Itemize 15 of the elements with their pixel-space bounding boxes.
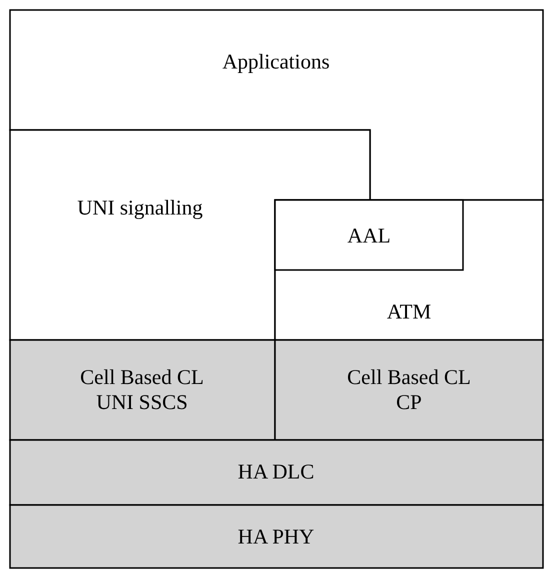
layer-label: HA PHY [236,524,316,550]
layer-box [10,340,275,440]
layer-box [275,340,543,440]
layer-label: HA DLC [236,459,316,485]
layer-label: ATM [386,299,432,325]
layer-label: Cell Based CL CP [346,364,472,416]
layer-box [275,200,463,270]
layer-box [275,200,543,340]
layer-label: AAL [346,223,392,249]
layer-box [10,505,543,568]
layer-box [10,10,543,200]
layer-label: Cell Based CL UNI SSCS [79,364,205,416]
layer-label: Applications [221,49,331,75]
layer-box [10,440,543,505]
layer-label: UNI signalling [76,195,204,221]
